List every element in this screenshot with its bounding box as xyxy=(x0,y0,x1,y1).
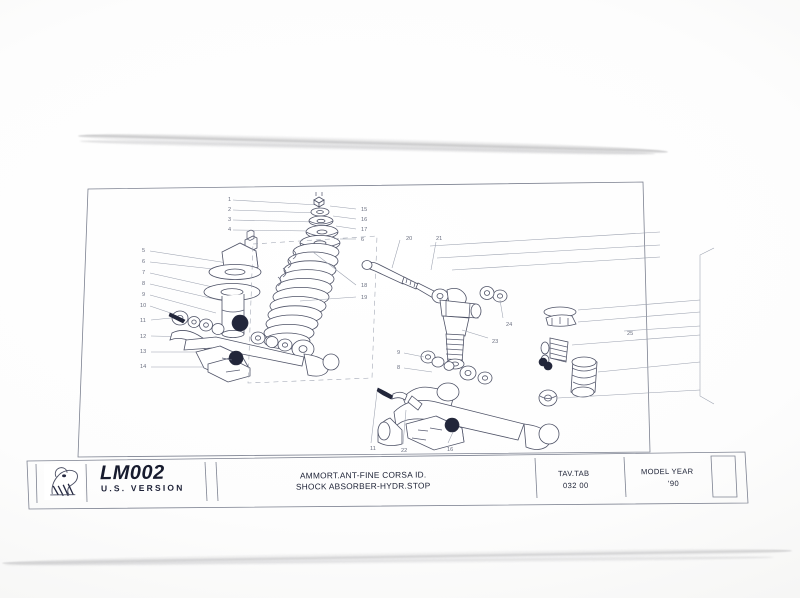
table-value: 032 00 xyxy=(562,480,589,491)
steering-tie-rod xyxy=(361,260,467,308)
callout-leaders-spring xyxy=(299,205,357,302)
callout-number-right: 11 xyxy=(370,446,376,452)
callout-number-spring: 19 xyxy=(361,295,367,301)
callout-leaders-right xyxy=(370,239,715,445)
description-italian: AMMORT.ANT-FINE CORSA ID. xyxy=(299,469,427,481)
callout-number-right: 24 xyxy=(506,322,512,328)
bull-emblem-icon xyxy=(44,463,85,500)
callout-number-right: 8 xyxy=(397,365,400,371)
callout-leaders-upper-right xyxy=(429,231,661,271)
model-code: LM002 xyxy=(99,461,165,485)
callout-number-spring: 16 xyxy=(361,217,367,223)
callout-number-left: 2 xyxy=(228,207,231,213)
callout-number-left: 10 xyxy=(140,303,146,309)
callout-number-left: 14 xyxy=(140,364,146,370)
callout-number-left: 3 xyxy=(228,217,231,223)
callout-number-left: 5 xyxy=(142,248,145,254)
bump-stop-assembly xyxy=(538,337,598,407)
callout-number-left: 11 xyxy=(140,318,146,324)
callout-leaders-top-left xyxy=(232,199,319,232)
upper-mount-stack xyxy=(299,192,341,251)
model-year-value: '90 xyxy=(667,478,680,489)
callout-number-spring: 17 xyxy=(361,227,367,233)
callout-number-left: 7 xyxy=(142,270,145,276)
lower-control-arm-right xyxy=(376,382,560,451)
callout-number-left: 12 xyxy=(140,334,146,340)
coil-spring xyxy=(263,243,340,350)
hydraulic-stop-body xyxy=(439,299,482,370)
callout-number-right: 22 xyxy=(401,448,407,454)
callout-number-spring: 6 xyxy=(361,237,364,243)
drawing-frame xyxy=(26,181,749,510)
callout-number-left: 6 xyxy=(142,259,145,265)
washer-set-right xyxy=(420,286,508,385)
callout-number-right: 9 xyxy=(397,350,400,356)
bushing-washer-row xyxy=(171,310,315,359)
callout-number-right: 20 xyxy=(406,236,412,242)
callout-number-spring: 18 xyxy=(361,283,367,289)
table-label: TAV.TAB xyxy=(557,468,590,479)
description-english: SHOCK ABSORBER-HYDR.STOP xyxy=(295,480,431,492)
callout-number-left: 8 xyxy=(142,281,145,287)
model-year-label: MODEL YEAR xyxy=(640,466,694,477)
callout-number-left: 9 xyxy=(142,292,145,298)
callout-number-left: 13 xyxy=(140,349,146,355)
callout-number-left: 1 xyxy=(228,197,231,203)
callout-number-right: 21 xyxy=(436,236,442,242)
title-block-dividers xyxy=(35,455,738,504)
callout-number-left: 4 xyxy=(228,227,231,233)
callout-number-right: 25 xyxy=(627,331,633,337)
callout-number-right: 23 xyxy=(492,339,498,345)
lower-control-arm-left xyxy=(169,330,340,383)
model-version: U.S. VERSION xyxy=(100,482,185,494)
bolt-item-11 xyxy=(168,312,186,324)
spring-construction-frame xyxy=(247,235,378,384)
callout-number-right: 16 xyxy=(447,447,453,453)
callout-number-spring: 15 xyxy=(361,207,367,213)
upper-bracket-mount xyxy=(543,306,577,327)
